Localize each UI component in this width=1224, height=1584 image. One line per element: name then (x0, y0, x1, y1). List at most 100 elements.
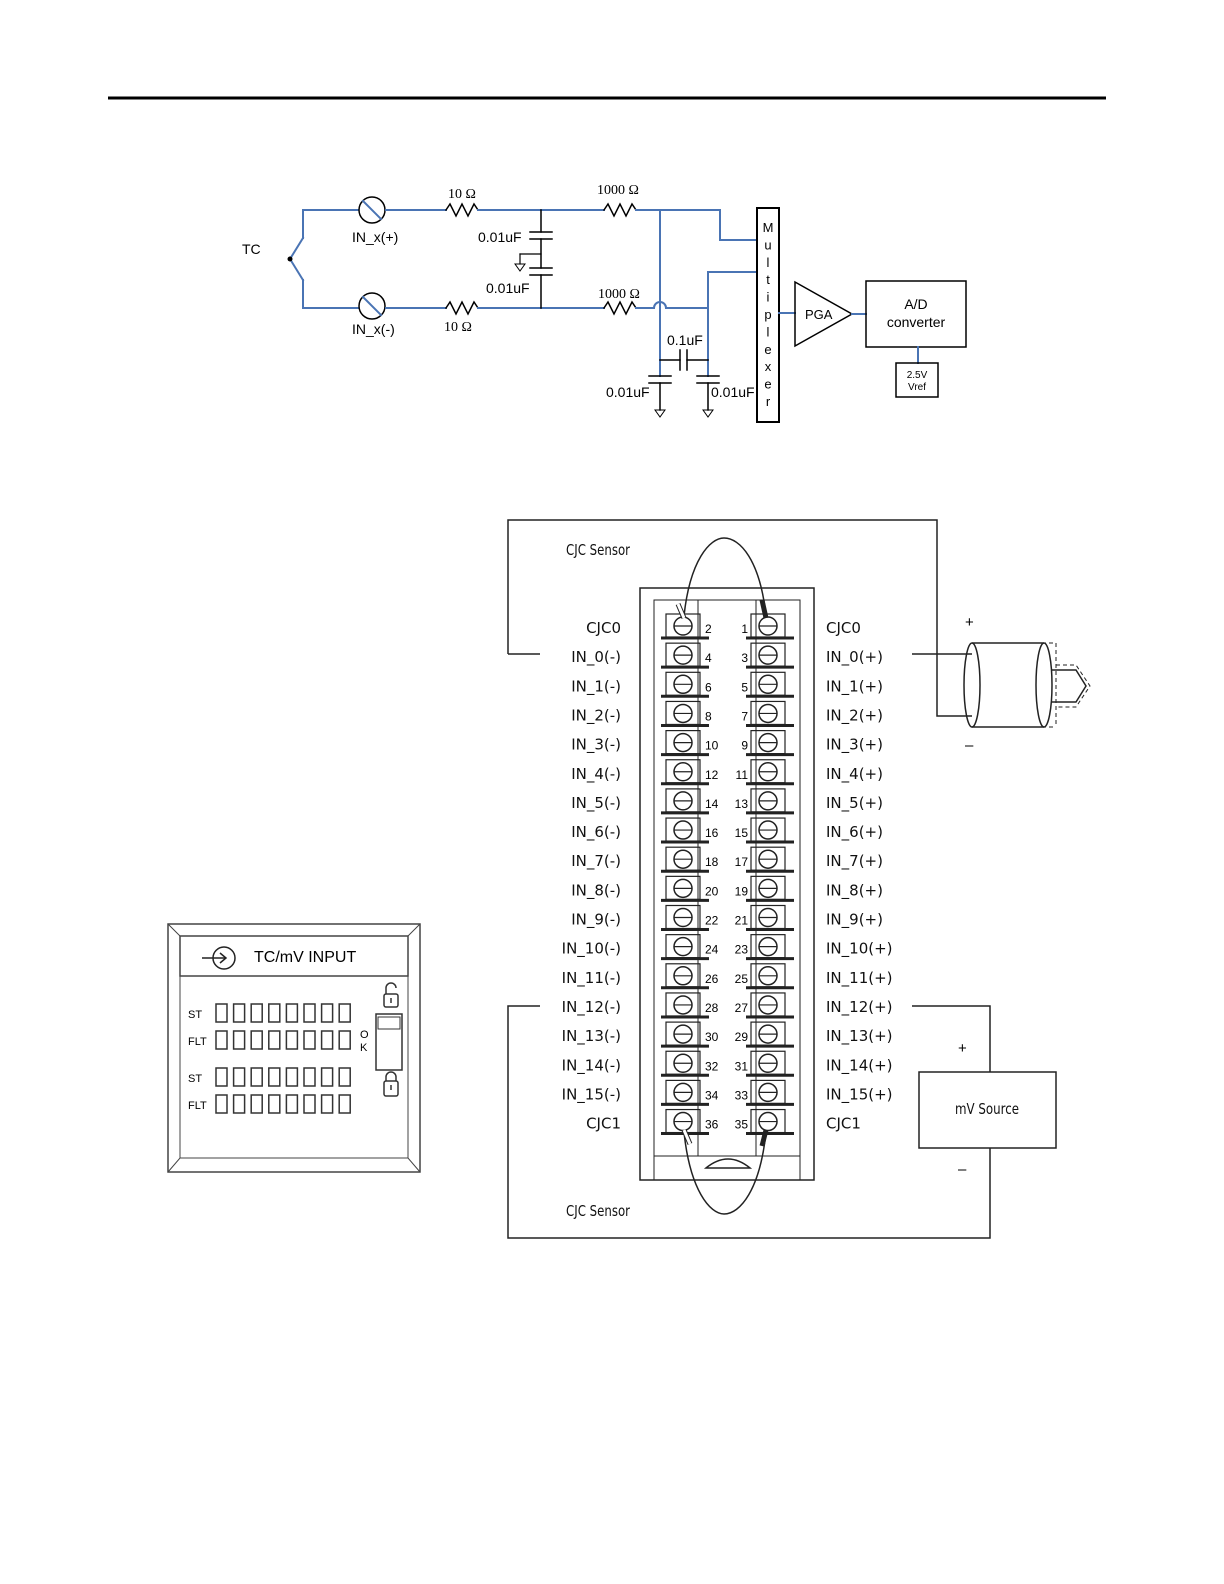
ok-letter-k: K (360, 1042, 368, 1054)
left-terminal-number: 26 (705, 972, 719, 986)
left-terminal-label: IN_2(-) (571, 706, 621, 725)
terminal-block-latch (703, 1158, 753, 1169)
left-terminal-number: 12 (705, 768, 719, 782)
right-terminal-label: CJC0 (826, 619, 861, 637)
pga-label: PGA (805, 307, 833, 322)
terminal-row: CJC0 CJC0 2 1 (586, 613, 861, 640)
right-terminal-label: IN_6(+) (826, 823, 883, 842)
cap-top-label: 0.01uF (478, 229, 522, 245)
capacitor-differential-icon (659, 349, 709, 371)
left-terminal-label: CJC1 (586, 1115, 621, 1133)
status-led (320, 1094, 334, 1114)
left-terminal-label: IN_12(-) (562, 998, 621, 1017)
right-terminal-number: 27 (735, 1001, 749, 1015)
status-led (268, 1094, 281, 1114)
tc-plus-label: + (965, 614, 974, 631)
status-led (338, 1003, 351, 1023)
multiplexer-box (756, 207, 780, 423)
led-row-label: ST (188, 1009, 202, 1021)
tc-minus-label: – (965, 737, 974, 754)
left-terminal-number: 16 (705, 826, 719, 840)
adc-label-line2: converter (887, 314, 946, 330)
right-terminal-label: IN_13(+) (826, 1027, 893, 1046)
status-led (250, 1094, 263, 1114)
right-terminal-number: 19 (735, 884, 749, 898)
status-led (320, 1067, 334, 1087)
right-terminal-number: 25 (735, 972, 749, 986)
status-led (232, 1094, 246, 1114)
cap-bot-label: 0.01uF (486, 280, 530, 296)
resistor-1000-bot-icon (602, 300, 638, 316)
status-led (285, 1094, 299, 1114)
status-led (338, 1094, 351, 1114)
multiplexer-letter: t (766, 272, 770, 287)
left-terminal-label: IN_7(-) (571, 852, 621, 871)
vref-label-line2: Vref (908, 382, 926, 393)
left-terminal-label: CJC0 (586, 619, 621, 637)
right-terminal-label: IN_1(+) (826, 677, 883, 696)
left-terminal-number: 20 (705, 884, 719, 898)
r-big-bot-label: 1000 Ω (598, 287, 640, 302)
left-terminal-label: IN_8(-) (571, 881, 621, 900)
thermocouple-junction-icon (287, 209, 305, 309)
left-terminal-label: IN_4(-) (571, 765, 621, 784)
multiplexer-letter: r (766, 394, 771, 409)
status-led (303, 1003, 316, 1023)
cap-left-label: 0.01uF (606, 384, 650, 400)
right-terminal-number: 3 (741, 651, 748, 665)
multiplexer-letter: p (764, 307, 771, 322)
left-terminal-number: 22 (705, 914, 719, 928)
left-terminal-label: IN_14(-) (562, 1056, 621, 1075)
cjc-sensor-loop-bottom (683, 1131, 767, 1215)
left-terminal-label: IN_3(-) (571, 736, 621, 755)
cjc-sensor-loop-top (683, 537, 767, 617)
module-title: TC/mV INPUT (254, 949, 356, 966)
status-led (215, 1030, 228, 1050)
cap-right-label: 0.01uF (711, 384, 755, 400)
adc-label-line1: A/D (904, 296, 927, 312)
right-terminal-number: 13 (735, 797, 749, 811)
module-outer (167, 923, 421, 1173)
vref-label-line1: 2.5V (907, 370, 928, 381)
status-led (250, 1067, 263, 1087)
cap-diff-label: 0.1uF (667, 332, 703, 348)
left-terminal-number: 2 (705, 622, 712, 636)
right-terminal-label: IN_2(+) (826, 706, 883, 725)
mv-plus-wire (912, 1005, 991, 1072)
right-terminal-label: CJC1 (826, 1115, 861, 1133)
multiplexer-letter: e (764, 377, 771, 392)
left-terminal-label: IN_10(-) (562, 940, 621, 959)
multiplexer-letter: e (764, 342, 771, 357)
capacitor-ground-right-icon (696, 375, 720, 418)
pga-triangle (794, 280, 854, 348)
multiplexer-letter: M (763, 220, 774, 235)
input-circuit-diagram: TC (242, 183, 967, 423)
left-terminal-number: 32 (705, 1059, 719, 1073)
lock-top-icon (383, 982, 399, 1008)
multiplexer-letter: u (764, 237, 771, 252)
adc-box (865, 280, 967, 348)
left-terminal-label: IN_5(-) (571, 794, 621, 813)
left-terminal-number: 14 (705, 797, 719, 811)
right-terminal-label: IN_14(+) (826, 1056, 893, 1075)
right-terminal-number: 17 (735, 855, 749, 869)
status-led (232, 1067, 246, 1087)
status-led (285, 1030, 299, 1050)
status-led (215, 1067, 228, 1087)
right-terminal-number: 1 (741, 622, 748, 636)
right-terminal-label: IN_9(+) (826, 911, 883, 930)
left-terminal-label: IN_1(-) (571, 677, 621, 696)
